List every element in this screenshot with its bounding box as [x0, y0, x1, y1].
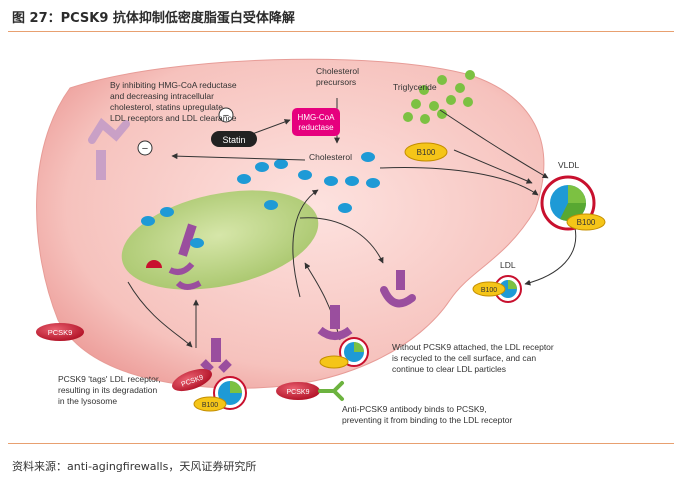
b100-badge: [404, 142, 448, 162]
vldl-particle: B100: [540, 175, 606, 231]
precursors-line-2: precursors: [316, 77, 356, 87]
svg-text:−: −: [223, 110, 229, 122]
b100-label: B100: [417, 148, 436, 157]
pcsk9-antibody-complex: PCSK9: [276, 381, 344, 401]
statin-box: [211, 131, 257, 147]
statin-label: Statin: [222, 135, 245, 145]
svg-text:B100: B100: [577, 218, 596, 227]
svg-text:−: −: [142, 143, 148, 155]
precursors-line-1: Cholesterol: [316, 66, 359, 76]
statin-note: By inhibiting HMG-CoA reductase and decr…: [110, 80, 237, 123]
ldl-receptor-left: [200, 338, 232, 373]
ldl-receptor-middle: [317, 305, 353, 340]
pcsk9-tag-note: PCSK9 'tags' LDL receptor, resulting in …: [58, 374, 161, 406]
svg-text:continue to clear LDL particle: continue to clear LDL particles: [392, 364, 506, 374]
title-rule: [8, 31, 674, 32]
hmg-coa-line-2: reductase: [298, 123, 334, 132]
cholesterol-label: Cholesterol: [309, 152, 352, 162]
svg-text:cholesterol, statins upregulat: cholesterol, statins upregulate: [110, 102, 223, 112]
recycle-note: Without PCSK9 attached, the LDL receptor…: [392, 342, 554, 374]
source-rule: [8, 443, 674, 444]
svg-text:preventing it from binding to: preventing it from binding to the LDL re…: [342, 415, 512, 425]
ldl-particle-bound-middle: [319, 337, 369, 369]
svg-text:PCSK9 'tags' LDL receptor,: PCSK9 'tags' LDL receptor,: [58, 374, 161, 384]
pathway-arrows: [127, 98, 577, 348]
inhibit-symbols: − −: [137, 107, 234, 156]
triglyceride-label: Triglyceride: [393, 82, 437, 92]
svg-text:is recycled to the cell surfac: is recycled to the cell surface, and can: [392, 353, 536, 363]
hmg-coa-box: [292, 108, 340, 136]
triglyceride-dots: [403, 70, 475, 124]
svg-text:Anti-PCSK9 antibody binds to P: Anti-PCSK9 antibody binds to PCSK9,: [342, 404, 487, 414]
antibody-note: Anti-PCSK9 antibody binds to PCSK9, prev…: [342, 404, 512, 425]
pcsk9-free: PCSK9: [36, 323, 84, 341]
svg-text:By inhibiting HMG-CoA reductas: By inhibiting HMG-CoA reductase: [110, 80, 237, 90]
figure-source: 资料来源：anti-agingfirewalls，天风证券研究所: [12, 460, 257, 473]
pcsk9-bound: PCSK9: [172, 368, 212, 392]
degraded-receptor: [146, 223, 202, 290]
svg-text:PCSK9: PCSK9: [48, 328, 73, 337]
ldl-particle-bound-left: B100: [193, 376, 247, 412]
ldl-label: LDL: [500, 260, 516, 270]
receptor-fragment: [88, 117, 130, 180]
svg-text:resulting in its degradation: resulting in its degradation: [58, 385, 158, 395]
svg-text:PCSK9: PCSK9: [287, 389, 310, 396]
svg-text:B100: B100: [202, 402, 218, 409]
figure-title: 图 27：PCSK9 抗体抑制低密度脂蛋白受体降解: [12, 11, 295, 26]
vldl-label: VLDL: [558, 160, 580, 170]
svg-text:and decreasing intracellular: and decreasing intracellular: [110, 91, 214, 101]
svg-text:in the lysosome: in the lysosome: [58, 396, 117, 406]
svg-text:LDL receptors and LDL clearanc: LDL receptors and LDL clearance: [110, 113, 237, 123]
svg-text:B100: B100: [481, 287, 497, 294]
ldl-particle: B100: [472, 275, 522, 303]
hmg-coa-line-1: HMG-CoA: [298, 113, 336, 122]
svg-text:Without PCSK9 attached, the LD: Without PCSK9 attached, the LDL receptor: [392, 342, 554, 352]
ldl-receptor-recycled: [380, 270, 416, 308]
cholesterol-dots: [141, 152, 380, 248]
